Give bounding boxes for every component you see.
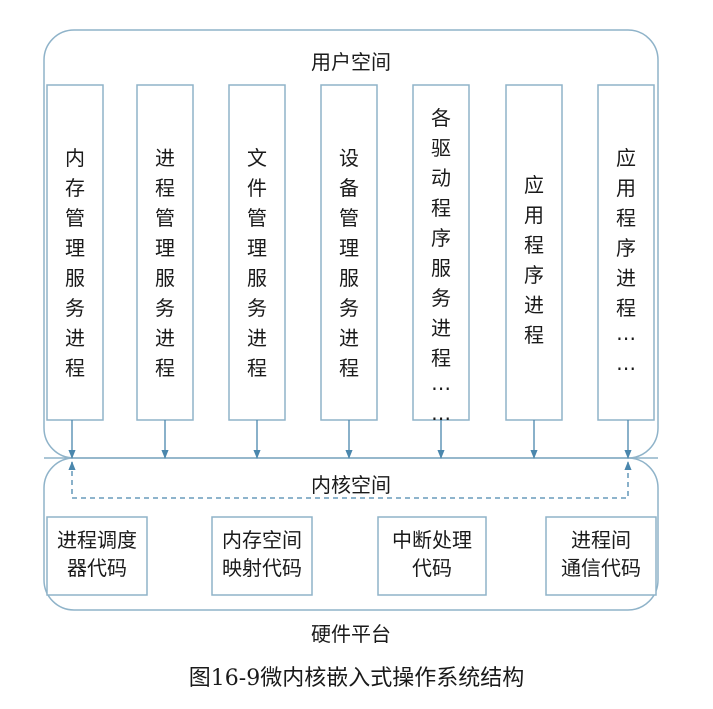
service-process-char: 理 (65, 236, 85, 260)
service-process-char: 进 (524, 293, 544, 317)
service-process-char: 服 (155, 266, 175, 290)
service-process-rect (412, 84, 470, 421)
service-process-char: 进 (247, 326, 267, 350)
service-process-char: 服 (247, 266, 267, 290)
service-process-char: 序 (524, 263, 544, 287)
service-process-char: 务 (247, 296, 267, 320)
service-process-char: 程 (524, 323, 544, 347)
kernel-module-rect (46, 516, 148, 596)
kernel-module-label: 进程调度 (57, 528, 137, 552)
service-process-char: 程 (65, 356, 85, 380)
service-process-char: 件 (247, 176, 267, 200)
service-process-char: 内 (65, 146, 85, 170)
service-process-char: 进 (155, 326, 175, 350)
user-space-label: 用户空间 (311, 50, 391, 74)
service-process-char: 进 (65, 326, 85, 350)
service-process-rect (46, 84, 104, 421)
service-process-char: 管 (65, 206, 85, 230)
service-process-char: 序 (431, 226, 451, 250)
service-process-char: 备 (339, 176, 359, 200)
service-process-char: 程 (339, 356, 359, 380)
kernel-module-rect (545, 516, 657, 596)
service-process-char: 服 (431, 256, 451, 280)
service-process-char: 程 (616, 296, 636, 320)
service-process-char: 进 (616, 266, 636, 290)
service-process-char: 程 (155, 356, 175, 380)
service-process-char: ⋯ (616, 356, 636, 380)
service-process-char: 务 (65, 296, 85, 320)
service-process-char: 程 (155, 176, 175, 200)
service-process-group: 内存管理服务进程进程管理服务进程文件管理服务进程设备管理服务进程各驱动程序服务进… (46, 84, 655, 459)
service-process-rect (228, 84, 286, 421)
service-process-char: 用 (616, 176, 636, 200)
service-process-char: 程 (524, 233, 544, 257)
service-process-char: 管 (155, 206, 175, 230)
service-process-char: 服 (65, 266, 85, 290)
service-process-char: ⋯ (431, 376, 451, 400)
kernel-module-label: 进程间 (571, 528, 631, 552)
service-process-char: 程 (247, 356, 267, 380)
service-process-char: 应 (616, 146, 636, 170)
service-process-char: 管 (247, 206, 267, 230)
kernel-space-label: 内核空间 (311, 473, 391, 497)
service-process-char: 驱 (431, 136, 451, 160)
service-process-char: ⋯ (431, 406, 451, 430)
service-process-char: 进 (155, 146, 175, 170)
ipc-dashed-path (71, 462, 629, 499)
service-process-char: 动 (431, 166, 451, 190)
service-process-char: 务 (431, 286, 451, 310)
service-process-rect (597, 84, 655, 421)
service-process-char: 应 (524, 173, 544, 197)
service-process-char: 理 (155, 236, 175, 260)
service-process-char: 存 (65, 176, 85, 200)
service-process-char: 理 (339, 236, 359, 260)
service-process-char: 各 (431, 106, 451, 130)
service-process-char: 文 (247, 146, 267, 170)
service-process-char: 程 (431, 346, 451, 370)
service-process-char: 务 (339, 296, 359, 320)
kernel-module-label: 器代码 (67, 556, 127, 580)
figure-caption: 图16-9微内核嵌入式操作系统结构 (188, 666, 525, 691)
hardware-platform-label: 硬件平台 (311, 622, 391, 646)
service-process-char: 程 (431, 196, 451, 220)
service-process-char: 用 (524, 203, 544, 227)
service-process-rect (136, 84, 194, 421)
service-process-char: 管 (339, 206, 359, 230)
kernel-module-label: 通信代码 (561, 556, 641, 580)
service-process-char: 理 (247, 236, 267, 260)
service-process-char: 服 (339, 266, 359, 290)
kernel-module-label: 中断处理 (392, 528, 472, 552)
service-process-char: 序 (616, 236, 636, 260)
service-process-char: 设 (339, 146, 359, 170)
service-process-char: 进 (431, 316, 451, 340)
kernel-module-label: 代码 (412, 556, 452, 580)
service-process-char: 进 (339, 326, 359, 350)
service-process-char: ⋯ (616, 326, 636, 350)
kernel-module-rect (211, 516, 313, 596)
service-process-char: 程 (616, 206, 636, 230)
kernel-module-rect (377, 516, 487, 596)
kernel-module-label: 内存空间 (222, 528, 302, 552)
service-process-char: 务 (155, 296, 175, 320)
service-process-rect (505, 84, 563, 421)
kernel-module-label: 映射代码 (222, 556, 302, 580)
